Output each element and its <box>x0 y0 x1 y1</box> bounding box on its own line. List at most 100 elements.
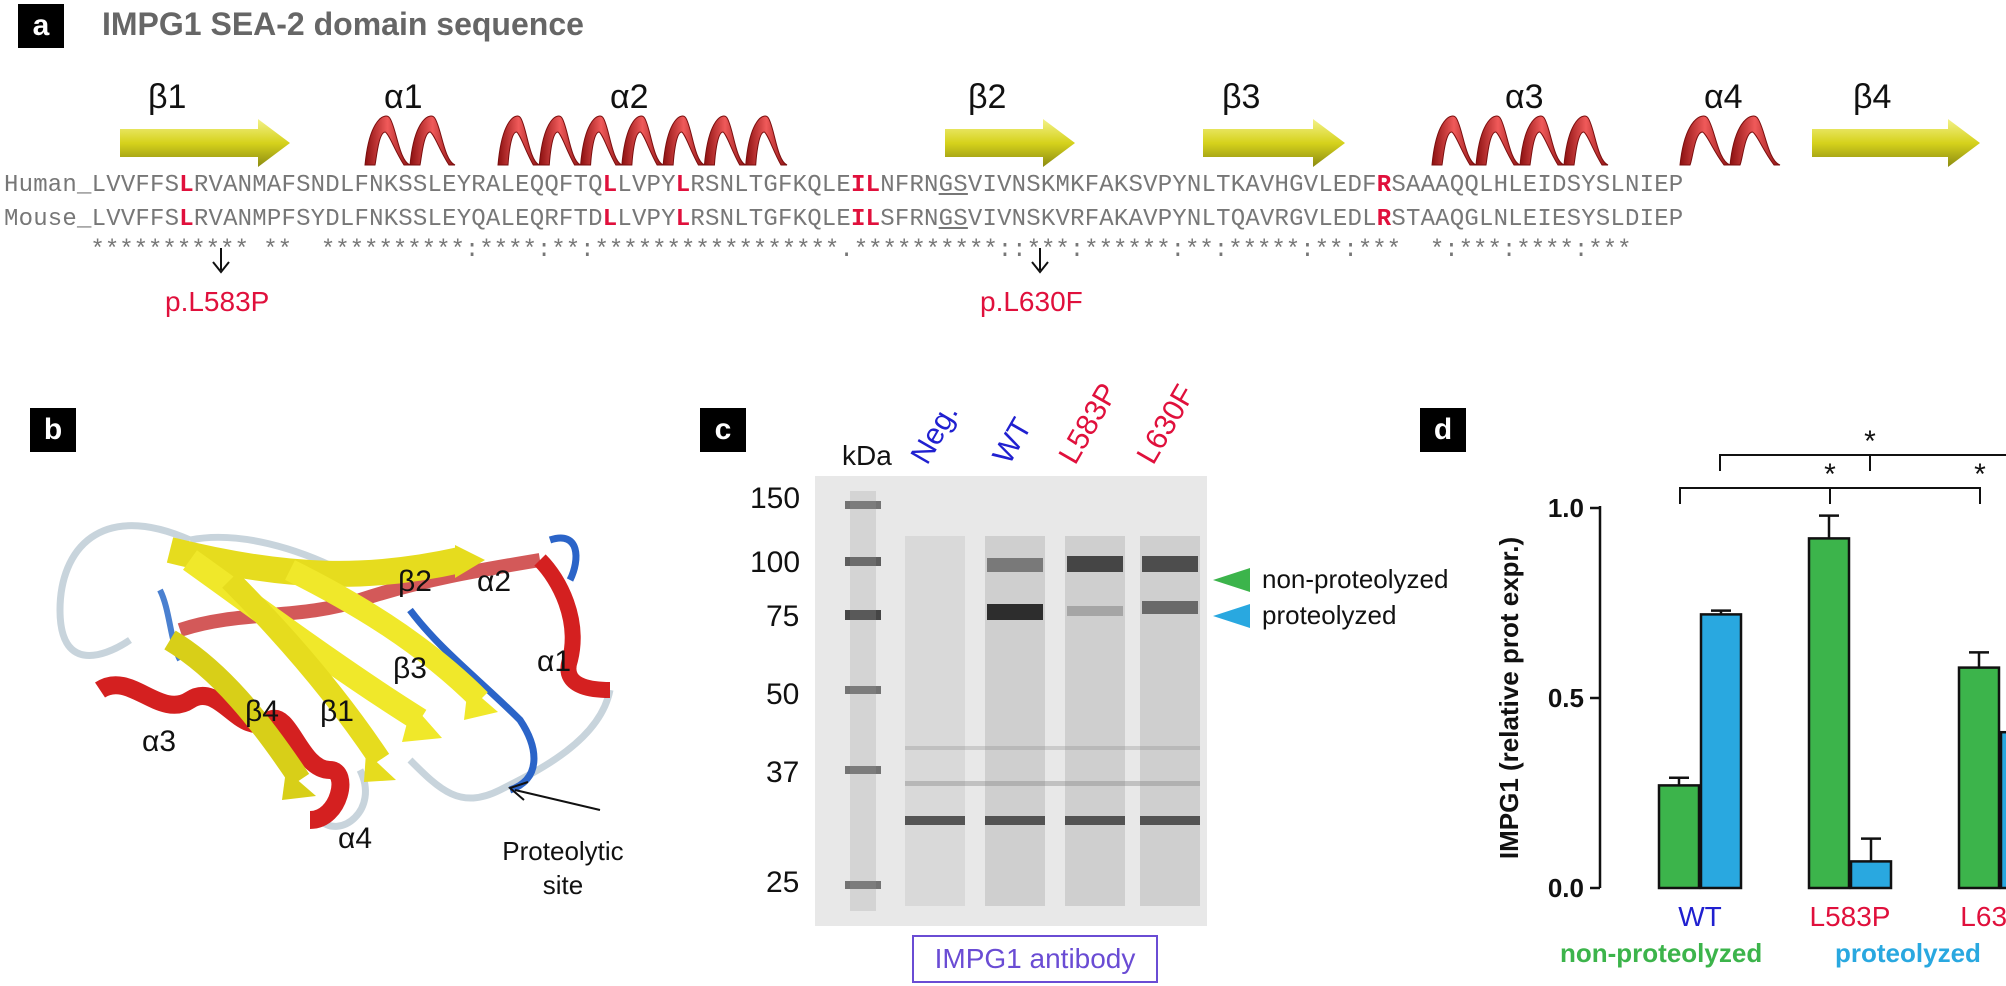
ss-label-beta1: β1 <box>148 78 187 116</box>
western-blot-image <box>815 476 1207 926</box>
y-tick-label: 0.0 <box>1548 873 1584 903</box>
alpha-helix-icon <box>497 115 540 166</box>
ss-label-beta3: β3 <box>1222 78 1261 116</box>
ss-label-alpha1: α1 <box>384 78 423 116</box>
struct-label-beta1: β1 <box>320 695 354 728</box>
marker-50: 50 <box>766 678 800 711</box>
alpha-helix-icon <box>1519 115 1565 166</box>
ss-label-alpha4: α4 <box>1704 78 1743 116</box>
legend-proteolyzed: proteolyzed <box>1835 938 1981 968</box>
bar <box>1807 537 1851 890</box>
antibody-label: IMPG1 antibody <box>912 935 1158 983</box>
marker-150: 150 <box>750 482 801 515</box>
ss-label-beta4: β4 <box>1853 78 1892 116</box>
lane-label-neg: Neg. <box>904 398 965 470</box>
seq-segment: GS <box>938 172 968 199</box>
bar <box>1657 784 1701 890</box>
struct-label-beta2: β2 <box>398 565 432 598</box>
seq-segment: RSNLTGFKQLE <box>690 206 852 233</box>
alpha-helix-icon <box>1563 115 1609 166</box>
beta-strand-arrow-icon <box>1203 119 1345 167</box>
alpha-helix-icon <box>745 115 788 166</box>
seq-segment: IL <box>851 206 881 233</box>
mutation-label-l583p: p.L583P <box>165 286 270 317</box>
seq-segment: NFRN <box>880 172 939 199</box>
protein-structure-ribbon <box>56 522 614 830</box>
bar <box>1999 730 2006 890</box>
band-arrows <box>1213 568 1250 628</box>
y-tick-label: 1.0 <box>1548 493 1584 523</box>
lane-label-l583p: L583P <box>1052 377 1125 470</box>
panel-a-letter: a <box>18 4 64 48</box>
significance-bracket <box>1719 454 2006 471</box>
mouse-sequence: Mouse_LVVFFSLRVANMPFSYDLFNKSSLEYQALEQRFT… <box>4 206 1684 233</box>
kda-label: kDa <box>842 440 892 471</box>
seq-segment: SFRN <box>880 206 939 233</box>
panel-d-letter: d <box>1420 408 1466 452</box>
alpha-helix-icon <box>621 115 664 166</box>
alpha-helix-icon <box>364 115 411 166</box>
alpha-helix-icon <box>662 115 705 166</box>
ss-label-beta2: β2 <box>968 78 1007 116</box>
lane-label-l630f: L630F <box>1130 379 1202 470</box>
proteolytic-site-label: Proteolytic site <box>502 836 624 900</box>
bar <box>1957 666 2001 890</box>
struct-label-beta4: β4 <box>245 695 279 728</box>
seq-segment: L <box>675 206 691 233</box>
significance-star: * <box>1974 458 1986 491</box>
human-sequence: Human_LVVFFSLRVANMAFSNDLFNKSSLEYRALEQQFT… <box>4 172 1684 199</box>
y-tick-label: 0.5 <box>1548 683 1584 713</box>
marker-25: 25 <box>766 866 800 899</box>
lane-label-wt: WT <box>986 412 1039 470</box>
seq-segment: L <box>602 206 618 233</box>
alpha-helix-icon <box>1729 115 1781 166</box>
alpha-helix-icon <box>1475 115 1521 166</box>
x-category-label: L630F <box>1960 901 2006 932</box>
bar <box>1849 860 1893 890</box>
seq-segment: L <box>675 172 691 199</box>
alpha-helix-icon <box>703 115 747 166</box>
struct-label-alpha1: α1 <box>537 645 572 678</box>
mutation-arrows <box>212 248 1049 274</box>
seq-segment: RSNLTGFKQLE <box>690 172 852 199</box>
seq-segment: R <box>1376 206 1392 233</box>
marker-75: 75 <box>766 600 800 633</box>
significance-bracket <box>1679 487 1981 504</box>
band-label-non-proteolyzed: non-proteolyzed <box>1262 564 1449 594</box>
seq-segment: VIVNSKMKFAKSVPYNLTKAVHGVLEDF <box>967 172 1377 199</box>
x-category-label: L583P <box>1810 901 1891 932</box>
seq-segment: LVPY <box>617 172 676 199</box>
panel-a-title: IMPG1 SEA-2 domain sequence <box>102 6 584 42</box>
seq-segment: L <box>179 172 194 199</box>
seq-segment: LVPY <box>617 206 676 233</box>
panel-c-letter: c <box>700 408 746 452</box>
secondary-structure-track <box>120 115 1980 167</box>
non-proteolyzed-arrow-icon <box>1213 568 1250 592</box>
alpha-helix-icon <box>1679 115 1731 166</box>
significance-star: * <box>1864 425 1876 458</box>
alpha-helix-icon <box>1431 115 1477 166</box>
panel-b-letter: b <box>30 408 76 452</box>
conservation-line: *********** ** **********:****:**:******… <box>4 237 1632 264</box>
seq-segment: L <box>179 206 194 233</box>
struct-label-alpha3: α3 <box>142 725 177 758</box>
mutation-label-l630f: p.L630F <box>980 286 1083 317</box>
proteolyzed-arrow-icon <box>1213 604 1250 628</box>
seq-segment: GS <box>938 206 968 233</box>
band-label-proteolyzed: proteolyzed <box>1262 600 1397 630</box>
beta-strand-arrow-icon <box>120 119 290 167</box>
marker-37: 37 <box>766 756 800 789</box>
seq-segment: LVVFFS <box>91 172 180 199</box>
struct-label-alpha4: α4 <box>338 822 373 855</box>
significance-star: * <box>1824 458 1836 491</box>
marker-100: 100 <box>750 546 801 579</box>
struct-label-beta3: β3 <box>393 652 427 685</box>
legend-non-proteolyzed: non-proteolyzed <box>1560 938 1762 968</box>
beta-strand-arrow-icon <box>945 119 1075 167</box>
ss-label-alpha3: α3 <box>1505 78 1544 116</box>
beta-strand-arrow-icon <box>1812 119 1980 167</box>
seq-segment: L <box>602 172 618 199</box>
bar <box>1699 613 1743 890</box>
seq-segment: SAAAQQLHLEIDSYSLNIEP <box>1391 172 1684 199</box>
